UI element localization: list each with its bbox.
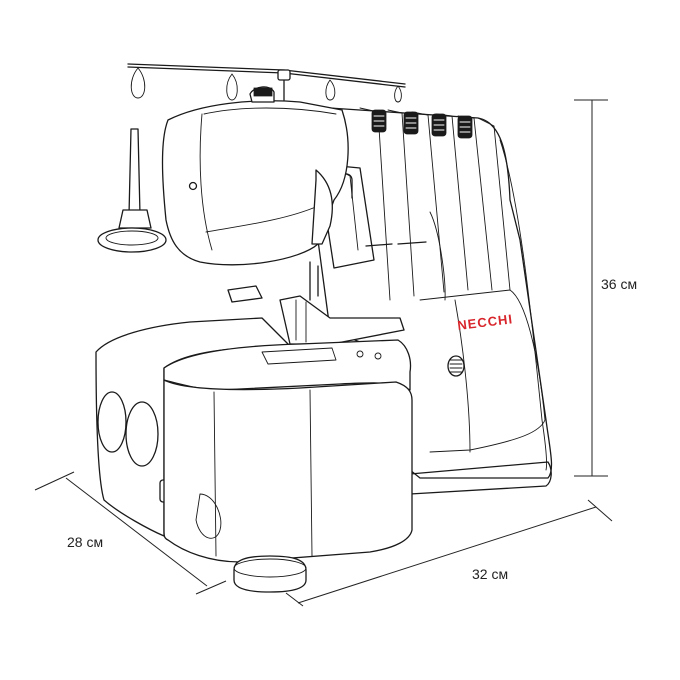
thread-guide-2: [226, 73, 238, 101]
rear-spool-base: [118, 209, 152, 229]
thread-guide-4: [394, 85, 402, 103]
dimension-lines: [34, 99, 613, 607]
front-bed: [95, 317, 413, 593]
needle-plate: [261, 347, 337, 365]
width-dimension-line: [297, 506, 597, 604]
depth-dimension-left-tick: [34, 471, 75, 491]
stitch-indicator: [365, 241, 427, 247]
width-dimension-left-tick: [285, 592, 304, 607]
needles: [309, 261, 319, 301]
depth-dimension-line: [65, 477, 208, 587]
top-head-cover: [161, 86, 349, 266]
machine-base-right: [409, 461, 552, 495]
depth-label: 28 см: [67, 534, 104, 550]
height-label: 36 см: [601, 276, 638, 292]
side-opening-1: [97, 391, 127, 453]
cover-screw: [188, 181, 198, 191]
brand-logo: NECCHI: [457, 311, 514, 333]
thread-guide-1: [130, 67, 146, 99]
side-opening-2: [125, 401, 159, 467]
antenna-bar: [127, 63, 406, 85]
width-label: 32 см: [472, 566, 509, 582]
depth-dimension-right-tick: [195, 580, 227, 595]
presser-foot-lever: [227, 285, 263, 303]
machine-foot: [233, 555, 307, 593]
tension-dials: [371, 109, 473, 139]
front-knob: [195, 493, 222, 539]
thread-guide-3: [325, 79, 336, 101]
thread-stand: [97, 63, 406, 253]
width-dimension-right-tick: [587, 499, 613, 522]
front-cover-block: [163, 379, 413, 563]
differential-feed-dial: [447, 355, 465, 377]
rear-spool-pin: [128, 128, 141, 216]
rear-spool-disc: [97, 227, 167, 253]
antenna-clamp: [277, 69, 291, 81]
